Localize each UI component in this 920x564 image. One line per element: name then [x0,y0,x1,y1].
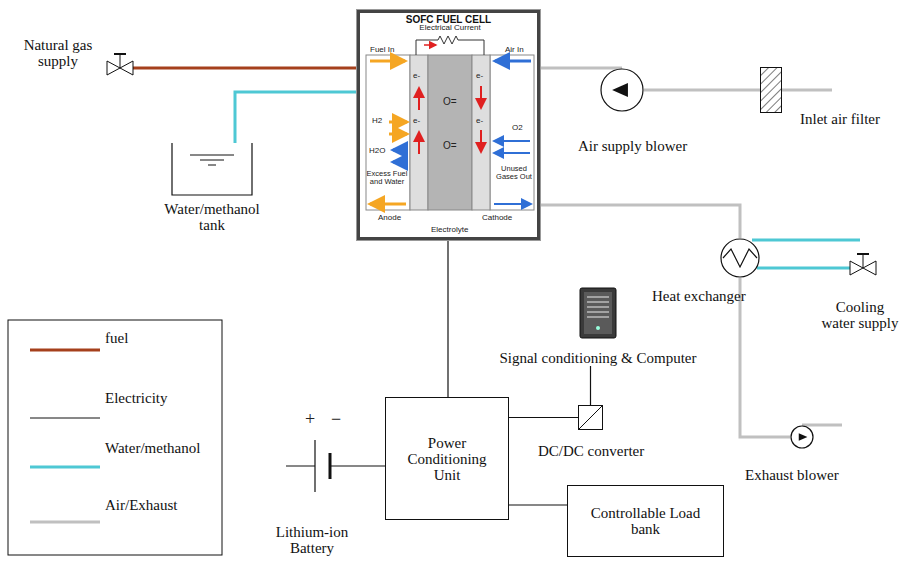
node-label: Water/methanol tank [160,201,264,233]
pipe-connector [590,366,591,405]
node-label: Natural gas supply [15,37,101,69]
node-label: Signal conditioning & Computer [483,350,713,366]
node-shape [720,238,760,278]
node-label: Lithium-ion Battery [257,524,367,556]
pipe-connector [540,67,622,70]
node-shape [578,405,603,430]
pipe-connector [740,278,790,437]
diagram-label: e- [413,117,420,126]
legend-text: Air/Exhaust [105,497,178,513]
diagram-label: e- [476,117,483,126]
pipe-connector [235,92,357,143]
node-shape [172,143,252,195]
hx-symbol: Heat exchanger [720,238,760,278]
diagram-label: Electrolyte [431,226,468,235]
diagram-label: Air In [505,46,524,55]
pipe-connector [338,465,385,466]
pipe-connector [540,205,740,238]
node-shape [286,440,338,492]
pipe-connector [644,89,760,92]
legend-text: fuel [105,330,128,346]
diagram-label: Fuel In [370,46,394,55]
legend-text: Electricity [105,390,167,406]
diagram-label: O= [443,96,457,107]
node-shape [760,67,782,113]
computer-symbol: Signal conditioning & Computer [483,286,713,366]
node-label: Air supply blower [578,138,687,154]
diagram-label: H2O [369,147,385,156]
node-label: DC/DC converter [538,443,644,459]
terminal-sign: − [331,410,341,430]
diagram-label: Excess Fuel and Water [366,170,408,187]
pipe-connector [757,267,850,270]
node-shape [600,68,644,112]
valve-symbol: Natural gas supply [107,53,133,77]
pipe-connector [447,240,448,397]
node-label: Cooling water supply [820,299,900,331]
pipe-connector [133,67,357,70]
node-label: Exhaust blower [745,467,839,483]
dcdc-symbol: DC/DC converter [578,405,603,430]
pipe-connector [509,504,567,505]
node-shape [790,425,814,449]
blower-symbol: Air supply blower [600,68,644,112]
diagram-label: Electrical Current [415,24,485,33]
valve-symbol: Cooling water supply [850,253,876,277]
diagram-label: Cathode [482,214,512,223]
node-shape [107,53,133,77]
diagram-label: H2 [372,117,382,126]
diagram-label: e- [413,72,420,81]
process-box: Controllable Load bank [567,485,724,557]
node-label: Heat exchanger [652,288,746,304]
diagram-label: O= [443,140,457,151]
diagram-label: Anode [378,214,401,223]
filter-symbol: Inlet air filter [760,67,782,113]
legend-text: Water/methanol [105,440,200,456]
process-box: Power Conditioning Unit [385,397,509,520]
node-label: Inlet air filter [800,111,880,127]
node-label: Controllable Load bank [568,505,723,537]
diagram-label: O2 [512,124,523,133]
blower-symbol: Exhaust blower [790,425,814,449]
pipe-connector [509,417,578,418]
diagram-label: Unused Gases Out [494,165,534,182]
terminal-sign: + [305,410,315,430]
node-shape [850,253,876,277]
node-label: Power Conditioning Unit [386,435,508,483]
battery-symbol: Lithium-ion Battery [286,440,338,492]
diagram-label: e- [476,72,483,81]
tank-symbol: Water/methanol tank [172,143,252,195]
